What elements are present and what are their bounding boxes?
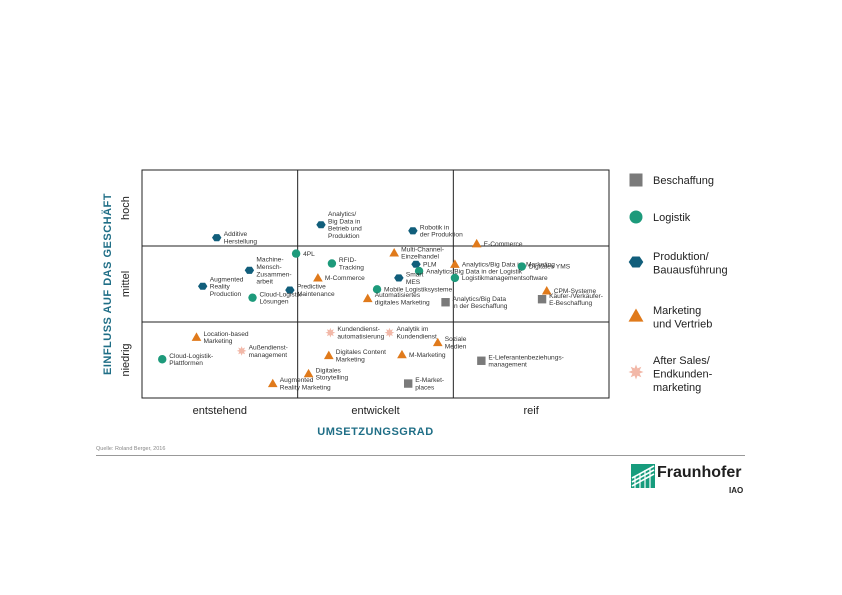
legend-entry: Produktion/Bauausführung — [653, 251, 728, 277]
data-point — [414, 266, 424, 276]
data-point — [394, 274, 404, 282]
data-point — [323, 350, 334, 360]
data-point — [212, 234, 222, 242]
data-point — [471, 238, 482, 248]
legend-marker — [629, 173, 643, 187]
data-point — [313, 273, 323, 282]
data-point — [411, 260, 421, 268]
logo-subtitle: IAO — [729, 486, 744, 495]
data-point — [477, 356, 486, 365]
data-label: E-Commerce — [484, 241, 523, 248]
data-point — [248, 293, 257, 302]
data-point — [441, 298, 450, 307]
data-label: Analytics/Big Data in der Logistik — [426, 268, 523, 275]
data-point — [285, 286, 295, 294]
legend-marker — [628, 256, 644, 268]
data-label: Käufer-/Verkäufer-E-Beschaffung — [549, 293, 603, 307]
legend-marker — [628, 364, 644, 380]
data-label: Multi-Channel-Einzelhandel — [401, 246, 444, 260]
data-label: Cloud-Logistik-Plattformen — [169, 353, 213, 367]
data-point — [236, 346, 247, 356]
plot-frame — [141, 169, 610, 399]
data-point — [450, 273, 460, 283]
data-point — [362, 293, 373, 303]
legend-entry: Beschaffung — [653, 175, 714, 187]
fraunhofer-mark-icon — [631, 464, 655, 488]
y-tick-label: niedrig — [120, 343, 132, 376]
legend-marker — [629, 210, 643, 224]
legend-marker — [628, 308, 644, 322]
footer-divider — [96, 455, 745, 456]
x-axis-title: UMSETZUNGSGRAD — [317, 426, 433, 438]
data-point — [316, 221, 326, 229]
x-tick-label: entwickelt — [351, 405, 399, 417]
data-label: Machine-Mensch-Zusammen-arbeit — [256, 257, 291, 286]
data-point — [191, 332, 202, 341]
data-point — [384, 327, 395, 338]
data-point — [327, 259, 337, 268]
data-point — [158, 355, 167, 364]
legend-entry: Logistik — [653, 212, 691, 224]
data-point — [303, 368, 314, 378]
data-point — [408, 227, 418, 235]
data-label: Cloud-Logistik-Lösungen — [260, 291, 304, 305]
data-point — [432, 337, 443, 347]
data-label: 4PL — [303, 251, 315, 258]
data-label: CPM-Systeme — [554, 288, 597, 295]
data-label: Kundendienst-automatisierung — [337, 326, 384, 340]
y-tick-label: mittel — [120, 271, 132, 297]
y-axis-title: EINFLUSS AUF DAS GESCHÄFT — [101, 193, 114, 375]
x-tick-label: entstehend — [193, 405, 247, 417]
data-label: PLM — [423, 261, 437, 268]
data-label: M-Marketing — [409, 352, 446, 359]
data-point — [537, 295, 547, 304]
data-point — [389, 248, 400, 257]
data-point — [397, 349, 407, 359]
data-label: Digitales YMS — [529, 264, 571, 271]
data-point — [244, 266, 255, 274]
data-label: Logistikmanagementsoftware — [462, 275, 548, 282]
data-label: Außendienst-management — [249, 344, 288, 358]
data-label: Mobile Logistiksysteme — [384, 287, 452, 294]
y-tick-label: hoch — [120, 196, 132, 220]
data-label: E-Lieferantenbeziehungs-management — [488, 354, 564, 368]
data-label: M-Commerce — [325, 275, 365, 282]
data-point — [372, 285, 382, 294]
data-point — [198, 282, 208, 290]
x-tick-label: reif — [524, 405, 540, 417]
source-note: Quelle: Roland Berger, 2016 — [96, 446, 166, 452]
logo-wordmark: Fraunhofer — [657, 464, 742, 481]
data-point — [541, 286, 552, 295]
data-point — [291, 249, 301, 258]
data-label: Analytics/Big Data im Marketing — [462, 261, 555, 268]
data-point — [267, 378, 278, 388]
fraunhofer-logo: Fraunhofer IAO — [631, 462, 751, 502]
legend-entry: After Sales/Endkunden-marketing — [653, 355, 713, 394]
data-point — [403, 379, 413, 388]
data-point — [517, 262, 527, 271]
data-label: RFID-Tracking — [339, 257, 364, 271]
data-label: E-Market-places — [415, 377, 444, 391]
data-point — [450, 259, 460, 268]
data-point — [325, 327, 336, 338]
